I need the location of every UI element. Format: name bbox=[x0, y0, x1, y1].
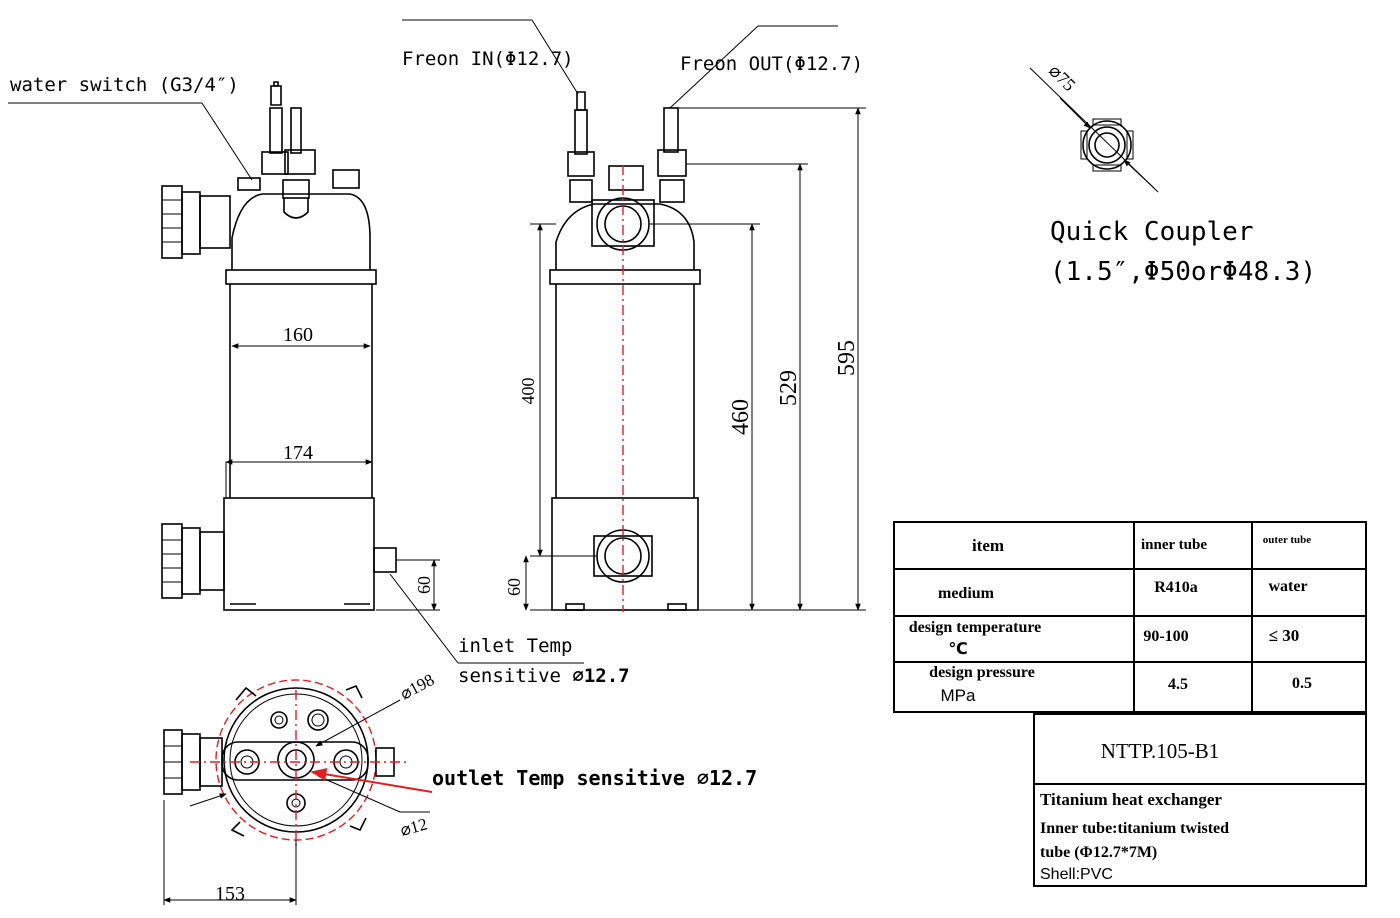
inner-tube-desc-2: tube (Φ12.7*7M) bbox=[1040, 844, 1157, 861]
freon-out-label: Freon OUT(Φ12.7) bbox=[680, 53, 863, 75]
quick-coupler-label: Quick Coupler bbox=[1050, 217, 1254, 247]
inner-tube-desc-1: Inner tube:titanium twisted bbox=[1040, 820, 1229, 837]
front-view bbox=[523, 91, 866, 612]
dim-60-side: 60 bbox=[414, 576, 434, 594]
dim-198: ⌀198 bbox=[397, 670, 437, 704]
spec-table bbox=[893, 521, 1367, 713]
row-temp-unit: ℃ bbox=[948, 641, 967, 658]
outlet-temp-label: outlet Temp sensitive ⌀12.7 bbox=[432, 766, 757, 790]
side-view bbox=[161, 81, 440, 611]
table-header-item: item bbox=[972, 536, 1004, 555]
inlet-temp-label-2: sensitive ⌀12.7 bbox=[458, 665, 630, 687]
table-header-inner: inner tube bbox=[1141, 537, 1207, 553]
dim-160: 160 bbox=[283, 324, 313, 346]
row-medium-outer: water bbox=[1268, 578, 1307, 595]
product-name: Titanium heat exchanger bbox=[1040, 790, 1222, 809]
row-temp-outer: ≤ 30 bbox=[1269, 626, 1300, 645]
table-header-outer: outer tube bbox=[1263, 534, 1311, 546]
row-pressure-unit: MPa bbox=[941, 686, 977, 705]
dim-153: 153 bbox=[215, 883, 245, 905]
dim-174: 174 bbox=[283, 442, 313, 464]
dim-12: ⌀12 bbox=[398, 814, 429, 839]
quick-coupler-spec: (1.5″,Φ50orΦ48.3) bbox=[1050, 257, 1316, 287]
row-medium-label: medium bbox=[938, 585, 995, 602]
dim-595: 595 bbox=[834, 340, 860, 376]
inlet-temp-label-1: inlet Temp bbox=[458, 635, 572, 657]
model-number: NTTP.105-B1 bbox=[1101, 739, 1219, 763]
dim-529: 529 bbox=[776, 370, 802, 406]
title-block bbox=[1033, 713, 1367, 887]
dim-60-front: 60 bbox=[504, 578, 524, 596]
row-pressure-inner: 4.5 bbox=[1168, 676, 1188, 693]
dim-75: ⌀75 bbox=[1045, 60, 1080, 95]
dim-460: 460 bbox=[728, 399, 754, 435]
dim-400: 400 bbox=[518, 378, 538, 405]
freon-in-label: Freon IN(Φ12.7) bbox=[402, 48, 574, 70]
row-temp-inner: 90-100 bbox=[1143, 628, 1188, 645]
row-pressure-outer: 0.5 bbox=[1292, 675, 1312, 692]
top-view bbox=[163, 679, 433, 905]
quick-coupler-view bbox=[1029, 67, 1159, 193]
shell-material: Shell:PVC bbox=[1040, 866, 1113, 883]
row-pressure-label: design pressure bbox=[929, 664, 1035, 681]
row-temp-label: design temperature bbox=[909, 619, 1042, 636]
water-switch-label: water switch (G3/4″) bbox=[10, 74, 239, 96]
inlet-temp-text: sensitive bbox=[458, 665, 572, 687]
row-medium-inner: R410a bbox=[1154, 579, 1198, 596]
inlet-temp-size: ⌀12.7 bbox=[572, 665, 629, 687]
